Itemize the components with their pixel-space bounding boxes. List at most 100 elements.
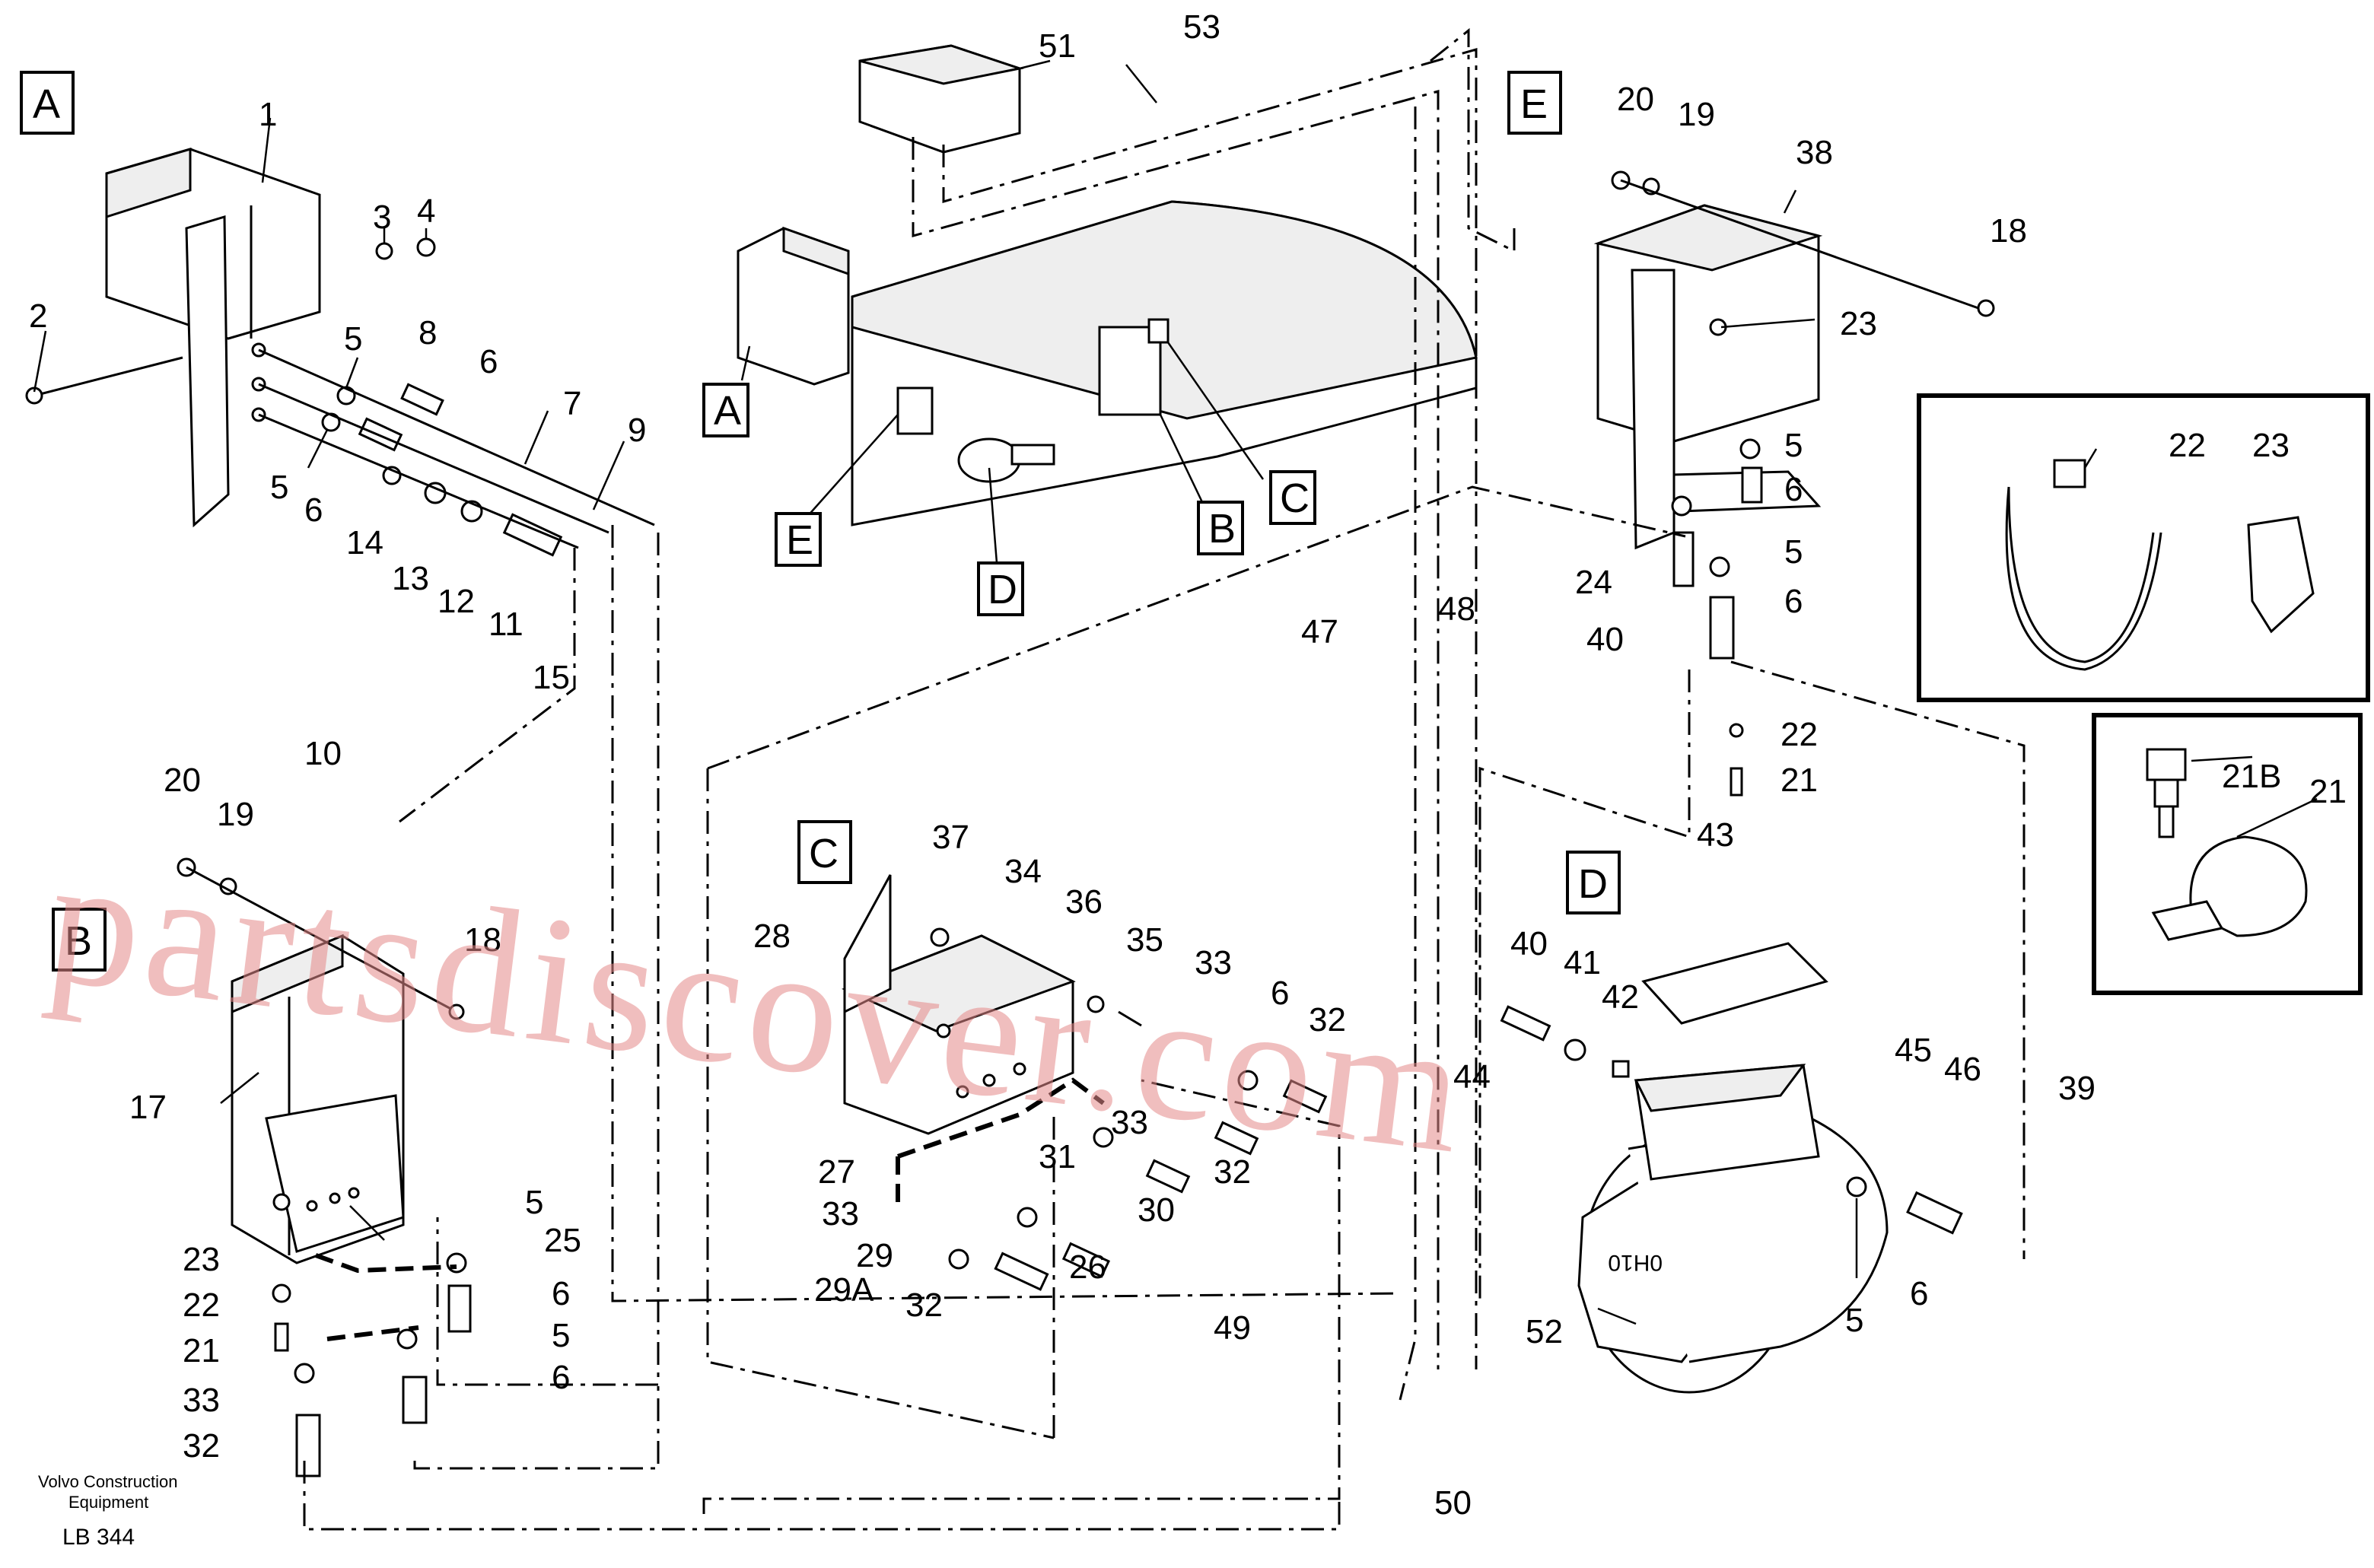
- part-number: 32: [905, 1287, 943, 1324]
- part-number: 23: [2252, 427, 2290, 464]
- part-number: 42: [1602, 978, 1639, 1016]
- part-number: 27: [818, 1153, 855, 1191]
- leader-lines: [33, 59, 2318, 1325]
- part-number: 34: [1004, 853, 1042, 890]
- part-number: 37: [932, 819, 969, 856]
- callout-e: E: [786, 517, 813, 563]
- part-number: 1: [259, 96, 277, 133]
- part-number: 10: [304, 735, 342, 772]
- part-number: 40: [1510, 925, 1548, 962]
- section-label-b: B: [65, 918, 92, 964]
- part-number: 47: [1301, 613, 1338, 650]
- part-number: 4: [417, 192, 435, 230]
- part-number: 36: [1065, 883, 1103, 921]
- part-number: 21: [2309, 773, 2347, 810]
- part-number: 6: [552, 1359, 570, 1396]
- part-number: 11: [488, 606, 523, 643]
- part-number: 20: [1617, 81, 1654, 118]
- part-number: 28: [753, 918, 791, 955]
- part-number: 6: [1910, 1275, 1928, 1312]
- part-number: 33: [1111, 1104, 1148, 1141]
- part-number: 29: [856, 1237, 893, 1274]
- callout-a: A: [714, 388, 741, 434]
- part-number: 46: [1944, 1051, 1981, 1088]
- part-number: 48: [1438, 590, 1475, 628]
- part-number: 43: [1697, 816, 1734, 854]
- part-number: 6: [552, 1275, 570, 1312]
- part-number: 19: [217, 796, 254, 833]
- part-number: 49: [1214, 1309, 1251, 1347]
- routing-lines: [303, 27, 2026, 1531]
- part-number: 6: [304, 491, 323, 529]
- detail-box-22-23: [1917, 393, 2370, 702]
- part-number: 26: [1069, 1248, 1106, 1286]
- part-number: 17: [129, 1089, 167, 1126]
- part-number: 33: [183, 1382, 220, 1419]
- part-number: 31: [1039, 1138, 1076, 1175]
- part-number: 7: [563, 385, 581, 422]
- part-number: 20: [164, 762, 201, 799]
- part-number: 45: [1895, 1032, 1932, 1069]
- section-label-a: A: [33, 81, 60, 127]
- part-marking: 0H10: [1608, 1250, 1663, 1275]
- part-number: 53: [1183, 8, 1220, 46]
- part-number: 44: [1453, 1058, 1491, 1096]
- part-number: 39: [2058, 1070, 2096, 1107]
- section-label-e: E: [1520, 81, 1548, 127]
- section-e-assembly: [1593, 170, 1995, 797]
- part-number: 5: [344, 320, 362, 358]
- footer-code: LB 344: [62, 1525, 135, 1550]
- callout-b: B: [1208, 506, 1236, 552]
- part-number: 22: [2169, 427, 2206, 464]
- part-number: 6: [479, 343, 498, 380]
- cab-callouts: A B C D E: [702, 383, 1316, 616]
- part-number: 38: [1796, 134, 1833, 171]
- part-number: 15: [533, 659, 570, 696]
- part-number: 29A: [814, 1271, 874, 1309]
- section-label-c: C: [809, 831, 839, 876]
- part-number: 30: [1138, 1191, 1175, 1229]
- section-a-assembly: [25, 148, 655, 557]
- part-number: 18: [464, 921, 501, 959]
- part-number: 33: [822, 1195, 859, 1232]
- part-number: 23: [183, 1241, 220, 1278]
- part-number: 13: [392, 560, 429, 597]
- part-number: 22: [1780, 716, 1818, 753]
- part-number: 23: [1840, 305, 1877, 342]
- part-number: 14: [346, 524, 383, 561]
- part-number: 35: [1126, 921, 1163, 959]
- part-number: 32: [1309, 1001, 1346, 1038]
- part-number: 24: [1575, 564, 1612, 601]
- part-number: 5: [525, 1184, 543, 1221]
- part-number: 5: [1784, 533, 1803, 571]
- section-label-d: D: [1578, 861, 1608, 907]
- section-b-assembly: [177, 857, 472, 1477]
- part-numbers: 1 2 3 4 5 8 6 7 9 5 6 14 13 12 11 15 10 …: [29, 8, 2347, 1522]
- part-number: 9: [628, 412, 646, 449]
- part-number: 21: [1780, 762, 1818, 799]
- part-number: 6: [1271, 975, 1289, 1012]
- part-number: 12: [438, 583, 475, 620]
- part-number: 19: [1678, 96, 1715, 133]
- section-c-assembly: [842, 874, 1328, 1291]
- part-number: 18: [1990, 212, 2027, 250]
- footer: Volvo Construction Equipment LB 344: [38, 1472, 177, 1550]
- part-number: 5: [552, 1317, 570, 1354]
- footer-company-line1: Volvo Construction: [38, 1472, 177, 1491]
- part-number: 52: [1526, 1313, 1563, 1350]
- part-number: 25: [544, 1222, 581, 1259]
- part-number: 22: [183, 1287, 220, 1324]
- part-number: 50: [1434, 1484, 1472, 1522]
- part-number: 41: [1564, 944, 1601, 981]
- part-number: 6: [1784, 471, 1803, 508]
- part-number: 40: [1586, 621, 1624, 658]
- part-number: 8: [418, 314, 437, 351]
- part-number: 32: [1214, 1153, 1251, 1191]
- section-labels: A B C D E: [20, 71, 1621, 972]
- part-number: 2: [29, 297, 47, 335]
- part-number: 21: [183, 1332, 220, 1369]
- part-number: 5: [1845, 1302, 1863, 1339]
- part-number: 33: [1195, 944, 1232, 981]
- part-number: 5: [1784, 427, 1803, 464]
